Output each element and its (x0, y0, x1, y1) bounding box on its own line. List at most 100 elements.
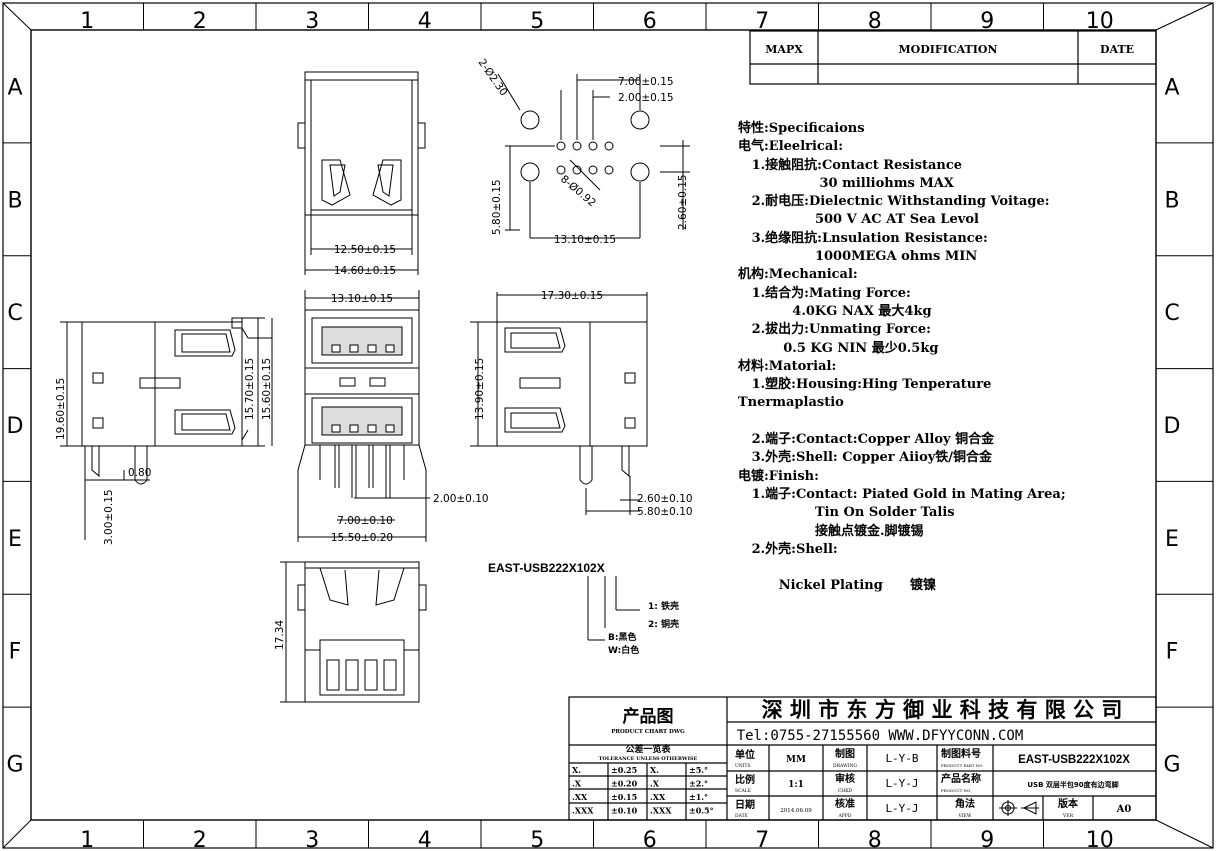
zone-row-right-d: D (1164, 414, 1181, 439)
left-side-view (60, 317, 273, 540)
zone-col-top-4: 4 (418, 9, 432, 34)
zone-col-top-10: 10 (1086, 9, 1114, 34)
zone-col-bot-4: 4 (418, 828, 432, 851)
zone-row-left-b: B (7, 188, 22, 213)
drawn-value: L-Y-B (885, 752, 918, 765)
zone-col-bot-2: 2 (193, 828, 207, 851)
tolerance-cell: ±0.10 (611, 806, 638, 816)
zone-col-top-5: 5 (530, 9, 544, 34)
dim-pcb-small-dia: 8-Ø0.92 (558, 173, 598, 209)
zone-row-left-f: F (9, 640, 22, 665)
zone-col-bot-10: 10 (1086, 828, 1114, 851)
dim-front-pitch-7: 7.00±0.10 (337, 515, 393, 527)
spec-line: 3.绝缘阻抗:Lnsulation Resistance: (738, 230, 988, 246)
dim-pcb-width: 13.10±0.15 (554, 234, 616, 246)
tolerance-cell: .XXX (572, 806, 594, 816)
spec-line: 1.结合为:Mating Force: (738, 285, 911, 301)
view-label-en: VIEW (958, 813, 972, 819)
dim-bottom-length: 17.34 (274, 620, 286, 650)
check-value: L-Y-J (885, 777, 918, 790)
zone-row-right-g: G (1163, 753, 1180, 778)
bottom-view (280, 561, 427, 703)
spec-line: 30 milliohms MAX (738, 175, 954, 191)
approve-label-en: APPD (838, 813, 852, 819)
zone-row-right-a: A (1164, 75, 1179, 100)
tolerance-cell: .XX (572, 792, 588, 802)
spec-line (738, 413, 1158, 431)
product-name-value: USB 双层半包90度有边弯脚 (1027, 780, 1118, 789)
version-label-en: VER (1062, 813, 1074, 819)
tolerance-cell: X. (572, 765, 581, 775)
approve-value: L-Y-J (885, 802, 918, 815)
zone-col-bot-1: 1 (80, 828, 94, 851)
zone-col-top-9: 9 (980, 9, 994, 34)
zone-col-bot-7: 7 (755, 828, 769, 851)
company-contact: Tel:0755-27155560 WWW.DFYYCONN.COM (737, 728, 1024, 744)
spec-line: 0.5 KG NIN 最少0.5kg (738, 340, 939, 356)
check-label: 审核 (835, 772, 855, 785)
dim-front-width: 13.10±0.15 (331, 293, 393, 305)
dim-pcb-pitch-small: 2.00±0.15 (618, 92, 674, 104)
spec-line: 电气:Eleelrical: (738, 139, 843, 155)
dim-side-tab: 0.80 (128, 467, 151, 479)
zone-row-left-a: A (7, 75, 22, 100)
spec-line: 500 V AC AT Sea Levol (738, 212, 979, 228)
version-label: 版本 (1058, 797, 1079, 810)
zone-col-top-3: 3 (305, 9, 319, 34)
tolerance-cell: .XX (650, 792, 666, 802)
pcb-footprint (497, 73, 690, 239)
spec-line: 1.端子:Contact: Piated Gold in Mating Area… (738, 486, 1066, 502)
drawing-title-en: PRODUCT CHART DWG (611, 729, 685, 735)
zone-row-left-d: D (7, 414, 24, 439)
spec-line: Tnermaplastio (738, 395, 844, 411)
part-code-color-b: B:黑色 (608, 631, 636, 643)
zone-col-bot-3: 3 (305, 828, 319, 851)
spec-line: 2.端子:Contact:Copper Alloy 铜合金 (738, 432, 995, 448)
spec-line: 特性:Specificaions (738, 121, 865, 136)
projection-symbol-icon (999, 800, 1039, 816)
dim-front-total-width: 15.50±0.20 (331, 532, 393, 544)
unit-label: 单位 (735, 748, 755, 761)
zone-col-bot-6: 6 (643, 828, 657, 851)
tolerance-cell: ±1.° (689, 792, 708, 802)
date-value: 2014.06.09 (780, 808, 812, 814)
product-name-label: 产品名称 (941, 772, 981, 785)
dim-side2-d1: 2.60±0.10 (637, 493, 693, 505)
product-name-label-en: PRODUCT NO. (941, 788, 971, 793)
partno-label: 制图料号 (941, 747, 981, 760)
dim-side-height-outer: 19.60±0.15 (55, 378, 67, 440)
zone-row-right-f: F (1166, 640, 1179, 665)
spec-line: 机构:Mechanical: (738, 267, 858, 283)
right-side-view (470, 292, 648, 515)
dim-side-tail: 3.00±0.15 (103, 489, 115, 545)
front-view (297, 290, 430, 542)
zone-col-top-2: 2 (193, 9, 207, 34)
part-code-color-w: W:白色 (608, 644, 639, 656)
zone-col-bot-8: 8 (868, 828, 882, 851)
zone-row-left-g: G (6, 753, 23, 778)
date-label: 日期 (735, 798, 755, 811)
part-code-opt2: 2: 铜壳 (648, 618, 679, 630)
approve-label: 核准 (835, 797, 855, 810)
spec-line: Tin On Solder Talis (738, 505, 955, 521)
dim-top-front-inner: 12.50±0.15 (334, 244, 396, 256)
spec-line: 2.外壳:Shell: (738, 541, 838, 557)
tolerance-cell: .XXX (650, 806, 672, 816)
zone-col-top-7: 7 (755, 9, 769, 34)
tolerance-title-en: TOLERANCE UNLESS OTHERWISE (599, 756, 698, 762)
spec-line: 材料:Matorial: (738, 358, 837, 374)
spec-line: 1.塑胶:Housing:Hing Tenperature (738, 377, 992, 393)
zone-row-right-e: E (1165, 527, 1179, 552)
tolerance-cell: ±5.° (689, 765, 708, 775)
dim-pcb-height-right: 2.60±0.15 (677, 174, 689, 230)
dim-pcb-pitch-big: 7.00±0.15 (618, 76, 674, 88)
tolerance-cell: ±0.20 (611, 779, 638, 789)
zone-col-top-8: 8 (868, 9, 882, 34)
version-value: A0 (1116, 804, 1132, 815)
spec-line: 3.外壳:Shell: Copper Aiioy铁/铜合金 (738, 450, 993, 466)
unit-value: MM (786, 755, 806, 765)
tolerance-cell: ±0.15 (611, 792, 637, 802)
zone-col-bot-9: 9 (980, 828, 994, 851)
